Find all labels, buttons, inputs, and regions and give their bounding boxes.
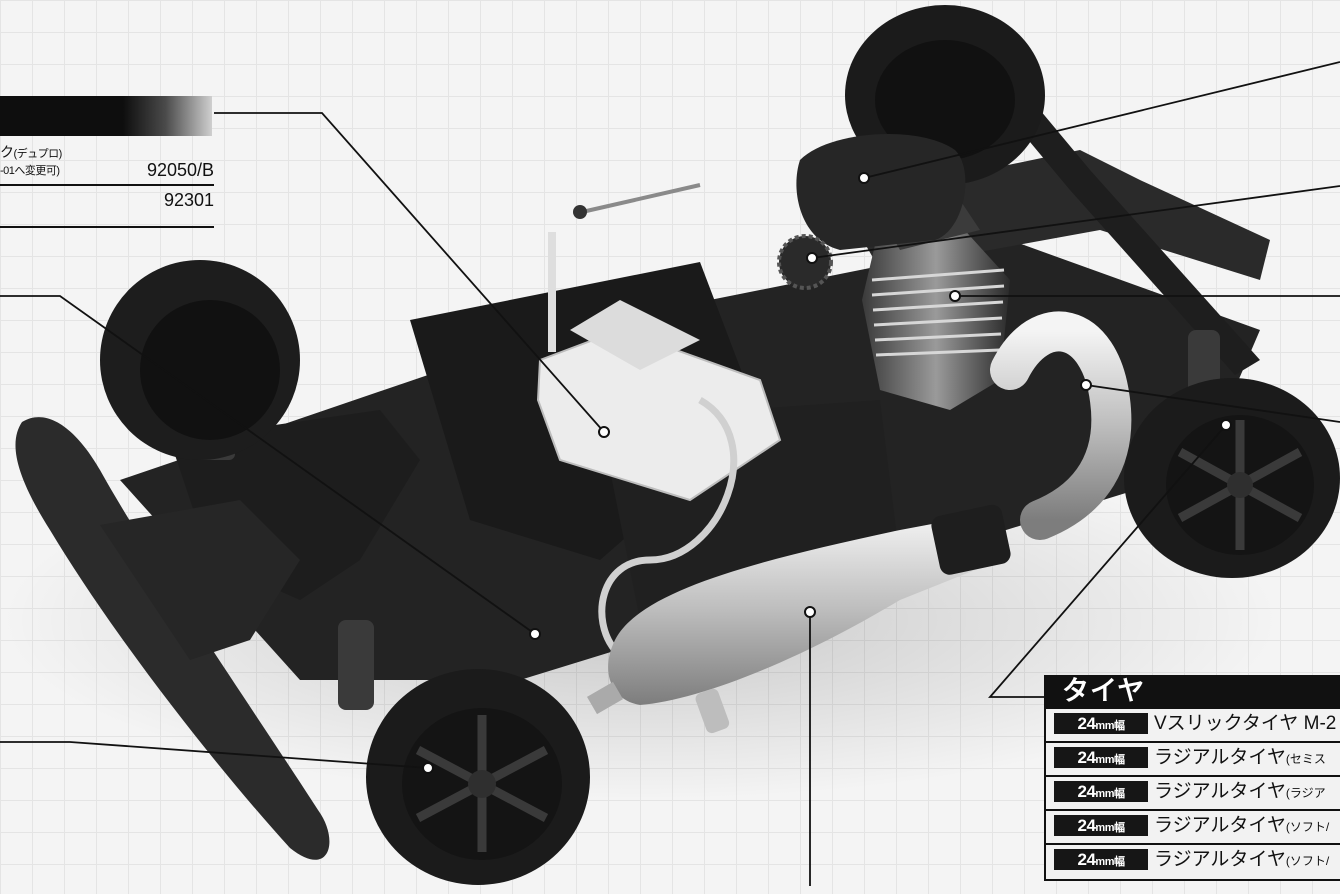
width-badge: 24mm幅 xyxy=(1054,849,1148,870)
tire-row: 24mm幅 ラジアルタイヤ(ラジア xyxy=(1046,775,1340,807)
spec-item-code: 92050/B xyxy=(146,160,214,180)
tire-row: 24mm幅 Vスリックタイヤ M-2 xyxy=(1046,707,1340,739)
tire-row: 24mm幅 ラジアルタイヤ(ソフト/ xyxy=(1046,843,1340,875)
tire-row: 24mm幅 ラジアルタイヤ(ソフト/ xyxy=(1046,809,1340,841)
tire-name: Vスリックタイヤ M-2 xyxy=(1154,713,1337,734)
tire-row: 24mm幅 ラジアルタイヤ(セミス xyxy=(1046,741,1340,773)
spec-row-second: 92301 xyxy=(0,186,214,228)
spec-row-fuel-tank: ク(デュプロ) -01へ変更可) 92050/B xyxy=(0,140,214,186)
tire-table-title: タイヤ xyxy=(1046,675,1340,707)
tire-name: ラジアルタイヤ(ソフト/ xyxy=(1154,849,1330,870)
width-badge: 24mm幅 xyxy=(1054,747,1148,768)
tire-name: ラジアルタイヤ(セミス xyxy=(1154,747,1326,768)
tire-options-table: タイヤ 24mm幅 Vスリックタイヤ M-2 24mm幅 ラジアルタイヤ(セミス… xyxy=(1044,675,1340,881)
tire-name: ラジアルタイヤ(ラジア xyxy=(1154,781,1326,802)
width-badge: 24mm幅 xyxy=(1054,713,1148,734)
width-badge: 24mm幅 xyxy=(1054,781,1148,802)
spec-item-name: ク(デュプロ) xyxy=(0,144,62,160)
tire-name: ラジアルタイヤ(ソフト/ xyxy=(1154,815,1330,836)
spec-item-note: -01へ変更可) xyxy=(0,165,60,177)
spec-header-bar xyxy=(0,96,212,136)
width-badge: 24mm幅 xyxy=(1054,815,1148,836)
spec-item-code: 92301 xyxy=(163,190,214,210)
